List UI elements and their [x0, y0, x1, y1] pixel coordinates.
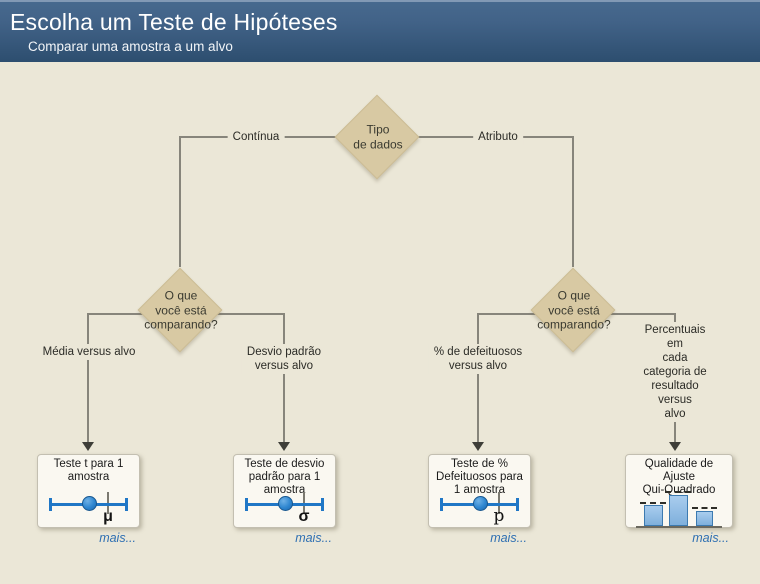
decision-diamond-data-type-label: Tipo de dados — [353, 122, 403, 152]
sample-point-icon — [278, 496, 293, 511]
arrow-down-icon — [82, 442, 94, 451]
test-box-title: Teste de desvio padrão para 1 amostra — [244, 458, 325, 496]
arrow-down-icon — [278, 442, 290, 451]
p-symbol: p — [493, 506, 505, 526]
axis-baseline-icon — [636, 526, 722, 528]
test-box-title: Teste de % Defeituosos para 1 amostra — [436, 458, 523, 496]
interval-cap-icon — [321, 498, 324, 511]
interval-cap-icon — [49, 498, 52, 511]
sample-point-icon — [82, 496, 97, 511]
interval-cap-icon — [440, 498, 443, 511]
mu-symbol: μ — [103, 508, 113, 525]
test-box-title: Teste t para 1 amostra — [53, 458, 124, 483]
decision-diamond-comparing-right-label: O que você está comparando? — [537, 288, 611, 332]
connector-leaf-2-vertical — [283, 313, 285, 443]
interval-cap-icon — [245, 498, 248, 511]
connector-left-vertical — [179, 136, 181, 267]
target-dash-icon — [640, 502, 666, 504]
connector-leaf-3-vertical — [477, 313, 479, 443]
target-dash-icon — [692, 507, 717, 509]
connector-right-vertical — [572, 136, 574, 267]
branch-label-pct-defective-vs-target: % de defeituosos versus alvo — [428, 344, 528, 374]
more-link-1-sample-pct-defective[interactable]: mais... — [490, 531, 527, 545]
test-box-1-sample-pct-defective[interactable]: Teste de % Defeituosos para 1 amostra p — [428, 454, 531, 528]
sigma-symbol: σ — [298, 508, 310, 525]
branch-label-attribute: Atributo — [473, 129, 523, 145]
page-subtitle: Comparar uma amostra a um alvo — [28, 39, 233, 54]
test-box-1-sample-t[interactable]: Teste t para 1 amostra μ — [37, 454, 140, 528]
interval-cap-icon — [516, 498, 519, 511]
bar-icon — [696, 511, 713, 526]
branch-label-continuous: Contínua — [227, 129, 285, 145]
test-box-1-sample-stdev[interactable]: Teste de desvio padrão para 1 amostra σ — [233, 454, 336, 528]
test-box-chi-square-goodness-of-fit[interactable]: Qualidade de Ajuste Qui-Quadrado — [625, 454, 733, 528]
more-link-1-sample-t[interactable]: mais... — [99, 531, 136, 545]
more-link-chi-square[interactable]: mais... — [692, 531, 729, 545]
bar-icon — [644, 505, 663, 526]
bar-icon — [669, 495, 688, 526]
header-banner: Escolha um Teste de Hipóteses Comparar u… — [0, 0, 760, 62]
arrow-down-icon — [472, 442, 484, 451]
decision-diamond-comparing-left-label: O que você está comparando? — [144, 288, 218, 332]
page-title: Escolha um Teste de Hipóteses — [10, 9, 338, 35]
arrow-down-icon — [669, 442, 681, 451]
target-dash-icon — [665, 491, 691, 493]
branch-label-stdev-vs-target: Desvio padrão versus alvo — [241, 344, 327, 374]
sample-point-icon — [473, 496, 488, 511]
branch-label-mean-vs-target: Média versus alvo — [37, 344, 141, 360]
interval-cap-icon — [125, 498, 128, 511]
test-box-title: Qualidade de Ajuste Qui-Quadrado — [642, 458, 716, 496]
branch-label-category-percent-vs-target: Percentuais em cada categoria de resulta… — [632, 322, 718, 422]
connector-leaf-1-vertical — [87, 313, 89, 443]
more-link-1-sample-stdev[interactable]: mais... — [295, 531, 332, 545]
